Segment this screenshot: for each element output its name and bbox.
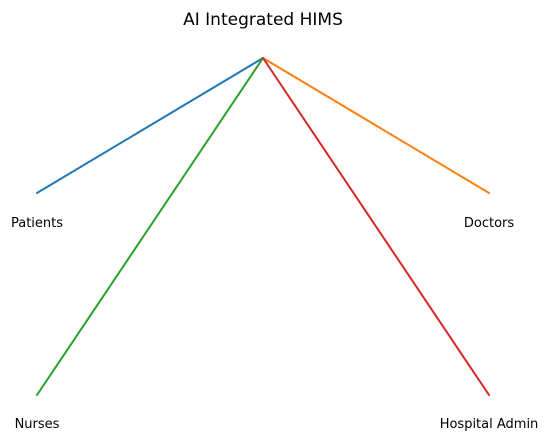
node-label-doctors: Doctors xyxy=(464,216,515,231)
edge-patients xyxy=(36,57,264,194)
edge-hospital-admin xyxy=(262,57,490,396)
node-label-nurses: Nurses xyxy=(15,417,60,432)
node-label-patients: Patients xyxy=(11,216,63,231)
edge-doctors xyxy=(262,57,490,194)
diagram-title: AI Integrated HIMS xyxy=(183,10,343,30)
node-label-hospital-admin: Hospital Admin xyxy=(440,417,539,432)
edge-nurses xyxy=(36,57,264,396)
